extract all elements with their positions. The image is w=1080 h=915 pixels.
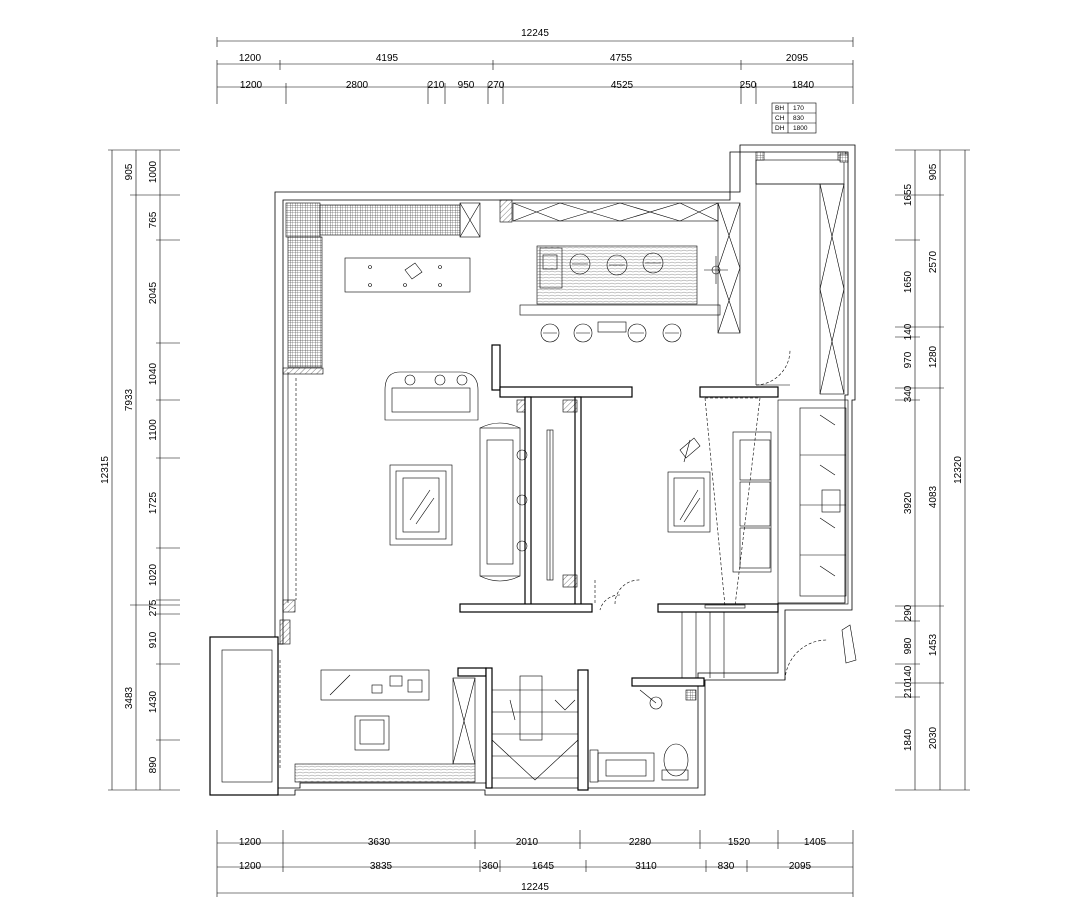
dim-left-inner-9: 910 bbox=[148, 631, 159, 648]
dim-right-inner-2: 1650 bbox=[903, 270, 914, 293]
dim-left-inner-8: 275 bbox=[148, 599, 159, 616]
dim-right-total: 12320 bbox=[953, 456, 964, 484]
dim-top-2-7: 250 bbox=[740, 80, 757, 91]
dim-top-2-1: 1200 bbox=[240, 80, 263, 91]
dim-top-2-4: 950 bbox=[458, 80, 475, 91]
kitchen-door bbox=[755, 349, 791, 386]
spec-top-label-2: CH bbox=[775, 115, 785, 122]
dim-bottom-1-6: 1405 bbox=[804, 837, 827, 848]
right-wardrobe bbox=[755, 151, 847, 395]
dim-bottom-2-2: 3835 bbox=[370, 861, 393, 872]
dim-bottom-2-3: 360 bbox=[482, 861, 499, 872]
dim-left-inner-7: 1020 bbox=[148, 563, 159, 586]
dining-table bbox=[344, 257, 471, 293]
dim-top-2-6: 4525 bbox=[611, 80, 634, 91]
dim-top-1-4: 2095 bbox=[786, 53, 809, 64]
dim-right-inner-1: 1655 bbox=[903, 183, 914, 206]
dim-top-1-1: 1200 bbox=[239, 53, 262, 64]
dim-bottom-1-2: 3630 bbox=[368, 837, 391, 848]
dim-left-inner-3: 2045 bbox=[148, 281, 159, 304]
study-room bbox=[209, 619, 476, 796]
dim-right-mid-1: 905 bbox=[928, 163, 939, 180]
dim-left-inner-2: 765 bbox=[148, 211, 159, 228]
dim-bottom-1-3: 2010 bbox=[516, 837, 539, 848]
spec-top-value-2: 830 bbox=[793, 115, 804, 122]
dim-right-inner-10: 210 bbox=[903, 681, 914, 698]
dim-top-1-2: 4195 bbox=[376, 53, 399, 64]
staircase bbox=[491, 675, 579, 781]
dim-left-mid-2: 3483 bbox=[124, 686, 135, 709]
dim-right-mid-5: 1453 bbox=[928, 633, 939, 656]
bottom-dimension-lines bbox=[216, 830, 854, 897]
dim-right-inner-5: 340 bbox=[903, 385, 914, 402]
entry-area bbox=[594, 579, 857, 681]
dim-top-2-5: 270 bbox=[488, 80, 505, 91]
dim-right-inner-9: 140 bbox=[903, 665, 914, 682]
dim-left-inner-4: 1040 bbox=[148, 362, 159, 385]
dim-left-outer-1: 905 bbox=[124, 163, 135, 180]
spec-table-top: BH 170 CH 830 DH 1800 bbox=[771, 102, 817, 134]
dim-right-inner-8: 980 bbox=[903, 637, 914, 654]
dim-bottom-1-1: 1200 bbox=[239, 837, 262, 848]
dim-left-inner-6: 1725 bbox=[148, 491, 159, 514]
dim-right-inner-3: 140 bbox=[903, 323, 914, 340]
dim-right-inner-11: 1840 bbox=[903, 728, 914, 751]
dim-left-total: 12315 bbox=[100, 456, 111, 484]
dim-bottom-2-1: 1200 bbox=[239, 861, 262, 872]
living-room-furniture bbox=[384, 371, 528, 582]
dim-right-mid-4: 4083 bbox=[928, 485, 939, 508]
kitchen-tile-counter bbox=[282, 202, 481, 603]
spec-top-value-1: 170 bbox=[793, 105, 804, 112]
left-dimension-lines bbox=[108, 149, 180, 791]
dim-left-inner-1: 1000 bbox=[148, 160, 159, 183]
interior-walls bbox=[457, 344, 779, 791]
tv-lounge bbox=[667, 397, 849, 609]
dim-bottom-2-5: 3110 bbox=[635, 861, 657, 872]
spec-top-label-3: DH bbox=[775, 125, 785, 132]
dim-right-mid-2: 2570 bbox=[928, 250, 939, 273]
dim-bottom-2-4: 1645 bbox=[532, 861, 555, 872]
dim-top-2-8: 1840 bbox=[792, 80, 815, 91]
column-marks bbox=[282, 153, 849, 613]
dim-left-mid-1: 7933 bbox=[124, 388, 135, 411]
dim-bottom-1-5: 1520 bbox=[728, 837, 751, 848]
spec-top-value-3: 1800 bbox=[793, 125, 808, 132]
dim-left-inner-5: 1100 bbox=[148, 419, 159, 441]
kitchen-upper-cabinet bbox=[499, 199, 741, 334]
dim-bottom-2-6: 830 bbox=[718, 861, 735, 872]
dim-left-inner-11: 890 bbox=[148, 756, 159, 773]
dim-right-mid-3: 1280 bbox=[928, 345, 939, 368]
right-dimension-lines bbox=[895, 149, 970, 791]
dim-bottom-2-7: 2095 bbox=[789, 861, 812, 872]
dim-right-inner-6: 3920 bbox=[903, 491, 914, 514]
dim-bottom-1-4: 2280 bbox=[629, 837, 652, 848]
dim-top-total: 12245 bbox=[521, 28, 549, 39]
dim-right-inner-4: 970 bbox=[903, 351, 914, 368]
spec-top-label-1: BH bbox=[775, 105, 784, 112]
dim-right-mid-6: 2030 bbox=[928, 726, 939, 749]
kitchen-island bbox=[519, 245, 728, 343]
dim-top-1-3: 4755 bbox=[610, 53, 633, 64]
dim-right-inner-7: 290 bbox=[903, 604, 914, 621]
dim-top-2-2: 2800 bbox=[346, 80, 369, 91]
dim-bottom-total: 12245 bbox=[521, 882, 549, 893]
dim-top-2-3: 210 bbox=[428, 80, 445, 91]
top-dimension-lines bbox=[216, 37, 854, 104]
bathroom bbox=[589, 689, 697, 783]
dim-left-inner-10: 1430 bbox=[148, 690, 159, 713]
